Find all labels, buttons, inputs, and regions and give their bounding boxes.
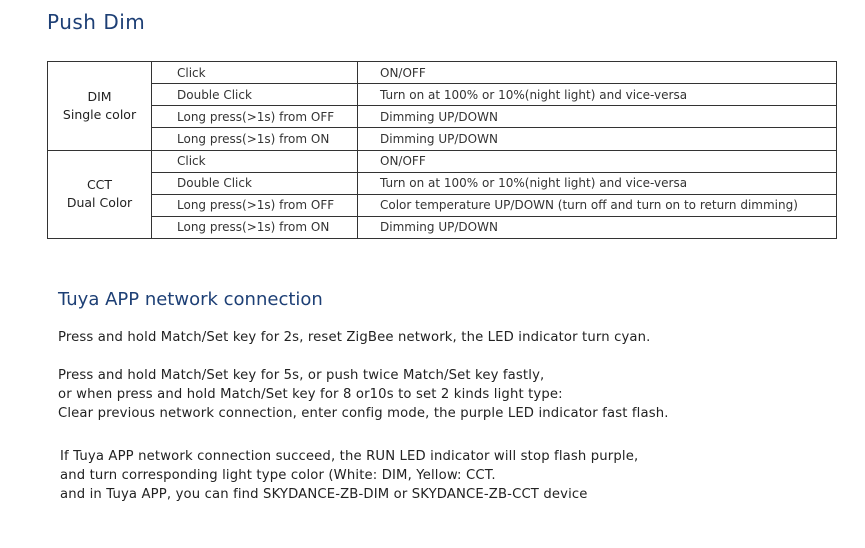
group-label-cct: CCT Dual Color [47, 149, 152, 239]
action-cell: Long press(>1s) from OFF [151, 105, 358, 129]
result-cell: Dimming UP/DOWN [357, 215, 837, 240]
table-row: Long press(>1s) from ON Dimming UP/DOWN [48, 215, 837, 240]
result-cell: Turn on at 100% or 10%(night light) and … [357, 83, 837, 107]
push-dim-table: DIM Single color Click ON/OFF Double Cli… [47, 60, 837, 240]
page-title: Push Dim [47, 10, 146, 34]
action-cell: Double Click [151, 171, 358, 195]
result-cell: Dimming UP/DOWN [357, 127, 837, 151]
section-title: Tuya APP network connection [58, 289, 323, 310]
table-row: Long press(>1s) from OFF Color temperatu… [48, 193, 837, 217]
result-cell: Color temperature UP/DOWN (turn off and … [357, 193, 837, 217]
table-row: Long press(>1s) from ON Dimming UP/DOWN [48, 127, 837, 151]
group-label-dim: DIM Single color [47, 61, 152, 151]
paragraph-success: If Tuya APP network connection succeed, … [60, 449, 639, 502]
result-cell: ON/OFF [357, 60, 837, 85]
action-cell: Double Click [151, 83, 358, 107]
action-cell: Long press(>1s) from ON [151, 127, 358, 151]
table-row: DIM Single color Click ON/OFF [47, 60, 837, 151]
action-cell: Click [151, 149, 358, 173]
result-cell: Turn on at 100% or 10%(night light) and … [357, 171, 837, 195]
action-cell: Click [151, 60, 358, 85]
paragraph-config-mode: Press and hold Match/Set key for 5s, or … [58, 368, 669, 421]
table-row: Double Click Turn on at 100% or 10%(nigh… [48, 83, 837, 107]
table-row: Long press(>1s) from OFF Dimming UP/DOWN [48, 105, 837, 129]
table-row: Double Click Turn on at 100% or 10%(nigh… [48, 171, 837, 195]
table-row: CCT Dual Color Click ON/OFF [47, 149, 837, 239]
result-cell: Dimming UP/DOWN [357, 105, 837, 129]
paragraph-reset: Press and hold Match/Set key for 2s, res… [58, 330, 651, 345]
action-cell: Long press(>1s) from ON [151, 215, 358, 240]
result-cell: ON/OFF [357, 149, 837, 173]
action-cell: Long press(>1s) from OFF [151, 193, 358, 217]
